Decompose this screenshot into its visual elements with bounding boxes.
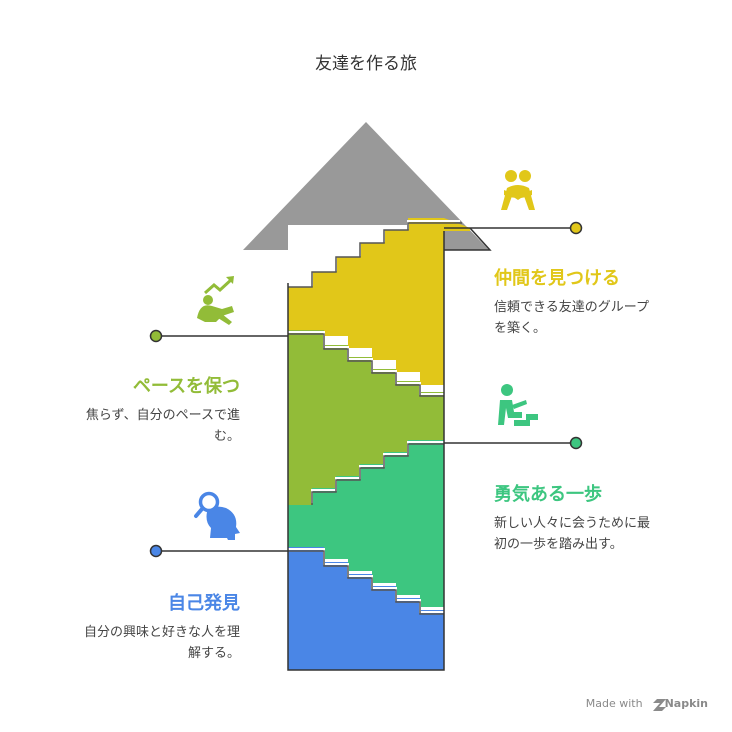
section-courage [288,440,444,607]
heading-courage: 勇気ある一歩 [494,484,602,505]
heading-find-friends: 仲間を見つける [494,268,620,289]
heading-keep-pace: ペースを保つ [132,376,240,397]
desc-courage-line-2: 初の一歩を踏み出す。 [494,537,623,552]
footer-brand: Napkin [664,697,708,710]
head-magnifier-icon [194,491,240,540]
desc-find-friends-line-1: 信頼できる友達のグループ [494,300,649,315]
person-relaxing-trend-icon [197,276,234,325]
footer-made-with: Made with [585,697,643,710]
friends-hugging-icon [501,170,535,210]
diagram-title: 友達を作る旅 [315,54,417,74]
step-shadows [288,222,462,615]
desc-courage: 新しい人々に会うために最 初の一歩を踏み出す。 [494,513,650,555]
section-find-friends [288,218,470,385]
desc-find-friends-line-2: を築く。 [494,321,547,336]
desc-courage-line-1: 新しい人々に会うために最 [494,516,651,531]
heading-self-discovery: 自己発見 [168,593,240,614]
desc-self-discovery-line-2: 解する。 [187,646,240,661]
staircase-outline [287,227,492,671]
desc-keep-pace-line-1: 焦らず、自分のペースで進 [85,408,240,423]
desc-keep-pace-line-2: む。 [213,429,240,444]
section-keep-pace [288,330,444,505]
person-climbing-stairs-icon [498,384,538,426]
desc-self-discovery-line-1: 自分の興味と好きな人を理 [83,625,240,640]
arrow-head [243,122,490,283]
footer-attribution[interactable]: Made with Napkin [586,697,708,710]
connector-dot-find-friends [569,221,583,235]
desc-self-discovery: 自分の興味と好きな人を理 解する。 [84,622,240,664]
napkin-logo-icon [653,699,666,711]
connector-dot-keep-pace [149,329,163,343]
connector-dot-courage [569,436,583,450]
connector-dot-self-discovery [149,544,163,558]
connectors [156,227,576,552]
desc-find-friends: 信頼できる友達のグループ を築く。 [494,297,649,339]
section-self-discovery [288,547,444,670]
desc-keep-pace: 焦らず、自分のペースで進 む。 [86,405,240,447]
